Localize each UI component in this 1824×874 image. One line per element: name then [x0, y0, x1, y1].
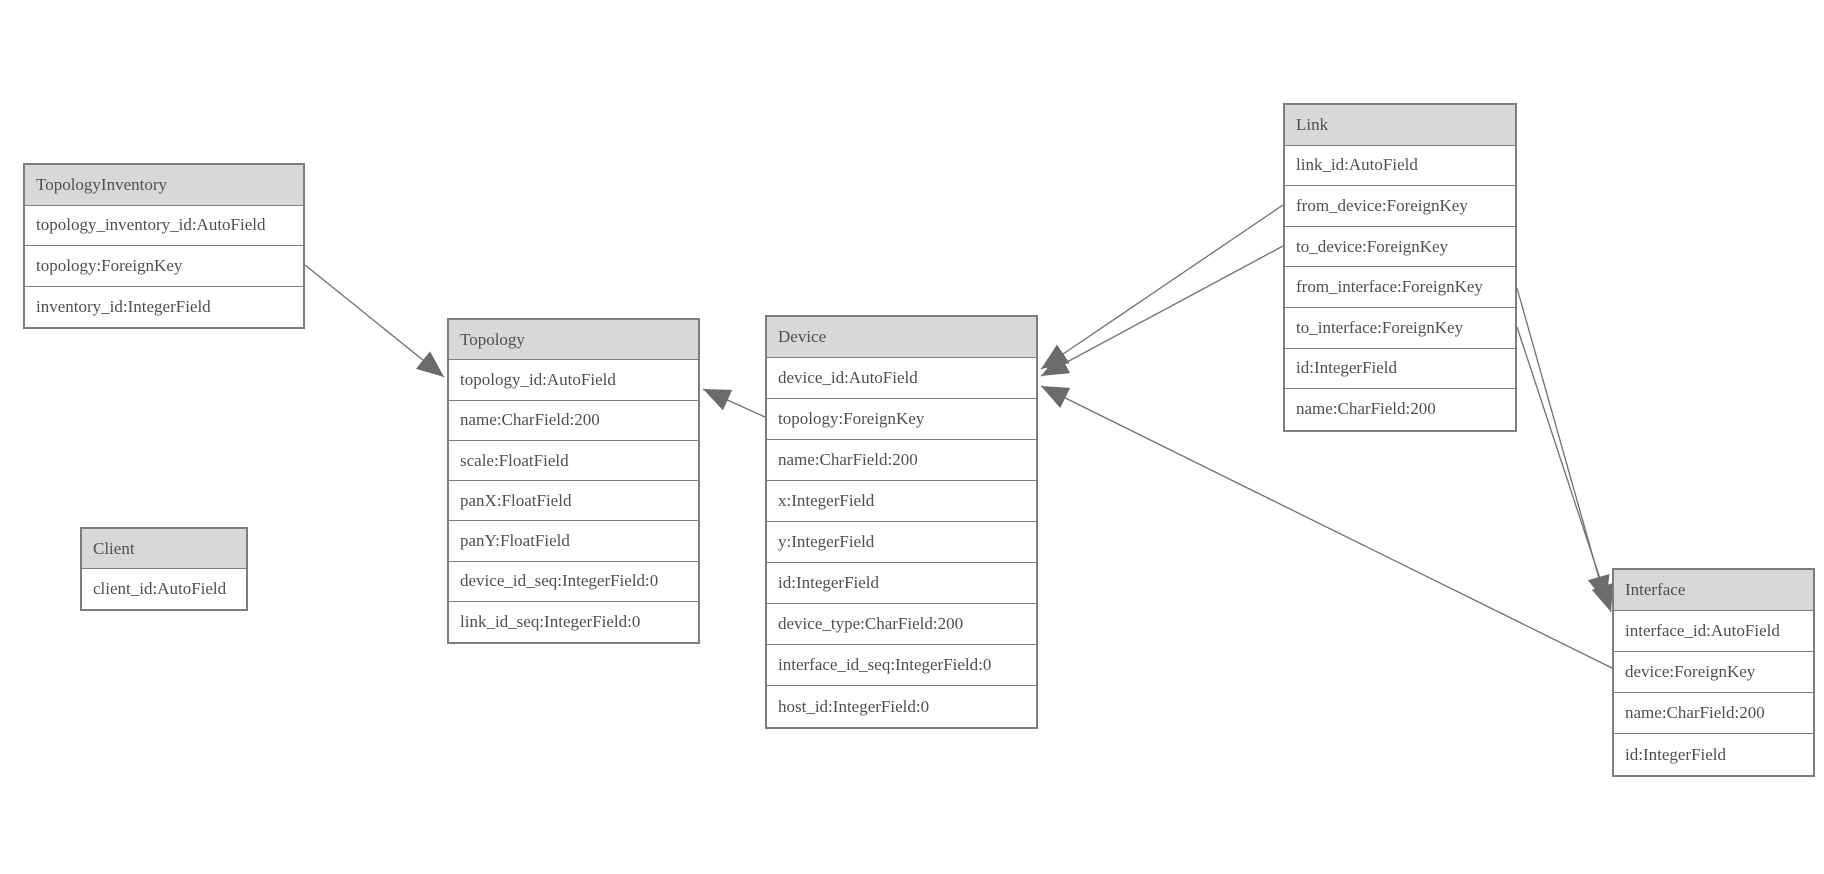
- field-device: device:ForeignKey: [1614, 652, 1813, 693]
- field-device_id_seq: device_id_seq:IntegerField:0: [449, 561, 698, 603]
- field-name: name:CharField:200: [1614, 693, 1813, 734]
- relation-topologyinventory-topology-to-topology-topology_id: [304, 264, 445, 378]
- field-topology_id: topology_id:AutoField: [449, 360, 698, 401]
- field-client_id: client_id:AutoField: [82, 569, 246, 609]
- field-host_id: host_id:IntegerField:0: [767, 686, 1036, 727]
- field-panx: panX:FloatField: [449, 481, 698, 522]
- field-name: name:CharField:200: [1285, 389, 1515, 430]
- field-link_id: link_id:AutoField: [1285, 145, 1515, 187]
- field-id: id:IntegerField: [767, 563, 1036, 604]
- field-id: id:IntegerField: [1614, 734, 1813, 775]
- field-link_id_seq: link_id_seq:IntegerField:0: [449, 602, 698, 643]
- field-topology: topology:ForeignKey: [767, 399, 1036, 440]
- field-device_type: device_type:CharField:200: [767, 604, 1036, 645]
- field-to_interface: to_interface:ForeignKey: [1285, 307, 1515, 349]
- relation-device-topology-to-topology-topology_id: [702, 388, 766, 418]
- entity-title-topologyinventory: TopologyInventory: [25, 165, 303, 206]
- field-x: x:IntegerField: [767, 481, 1036, 522]
- field-y: y:IntegerField: [767, 522, 1036, 563]
- field-device_id: device_id:AutoField: [767, 358, 1036, 399]
- entity-title-interface: Interface: [1614, 570, 1813, 611]
- field-interface_id_seq: interface_id_seq:IntegerField:0: [767, 645, 1036, 686]
- field-scale: scale:FloatField: [449, 440, 698, 482]
- field-name: name:CharField:200: [767, 440, 1036, 481]
- field-inventory_id: inventory_id:IntegerField: [25, 286, 303, 327]
- field-topology: topology:ForeignKey: [25, 246, 303, 287]
- field-from_interface: from_interface:ForeignKey: [1285, 267, 1515, 308]
- field-id: id:IntegerField: [1285, 348, 1515, 390]
- entity-title-link: Link: [1285, 105, 1515, 146]
- relation-interface-device-to-device-device_id: [1040, 385, 1613, 669]
- field-interface_id: interface_id:AutoField: [1614, 611, 1813, 652]
- relation-link-from_device-to-device-device_id: [1040, 204, 1284, 370]
- entity-title-client: Client: [82, 529, 246, 569]
- entity-title-device: Device: [767, 317, 1036, 358]
- field-pany: panY:FloatField: [449, 521, 698, 562]
- relation-link-to_device-to-device-device_id: [1040, 245, 1284, 377]
- field-topology_inventory_id: topology_inventory_id:AutoField: [25, 205, 303, 246]
- field-to_device: to_device:ForeignKey: [1285, 226, 1515, 268]
- relation-link-to_interface-to-interface-interface_id: [1516, 326, 1614, 613]
- field-from_device: from_device:ForeignKey: [1285, 186, 1515, 227]
- entity-title-topology: Topology: [449, 320, 698, 361]
- field-name: name:CharField:200: [449, 400, 698, 441]
